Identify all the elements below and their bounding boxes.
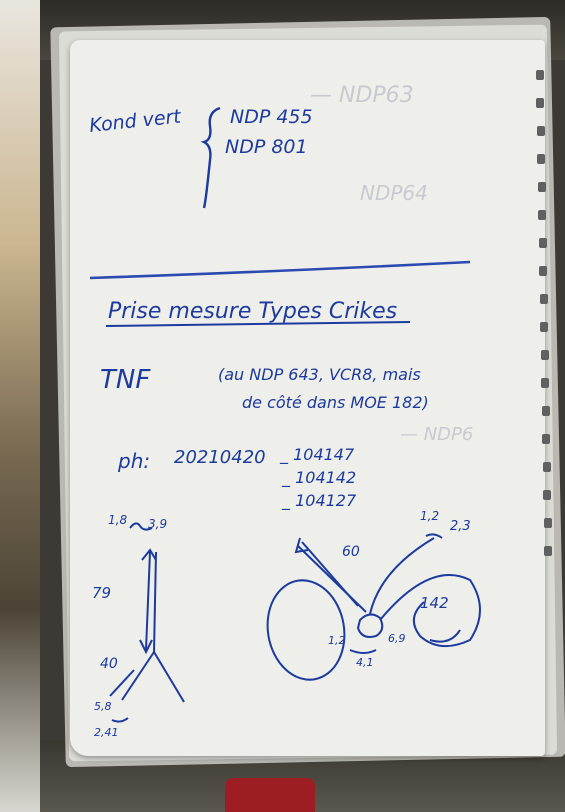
sketch-left-bottom-value-2: 2,41 <box>94 726 119 739</box>
background-left <box>0 0 40 812</box>
binding-ring <box>544 518 552 528</box>
sketch-right-top-value-2: 2,3 <box>450 519 471 534</box>
photo-id-3: _ 104127 <box>281 491 357 511</box>
sketch-left-arrow-upper <box>145 551 151 651</box>
binding-ring <box>543 462 551 472</box>
tnf-note-line1: (au NDP 643, VCR8, mais <box>218 365 421 384</box>
ghost-text: NDP64 <box>360 181 428 205</box>
sketch-left-length-lower: 40 <box>100 656 118 672</box>
sketch-right-loop-right <box>379 574 481 647</box>
binding-ring <box>538 182 546 192</box>
notebook-page: — NDP63 NDP64 — NDP6 Kond vert NDP 455 N… <box>70 40 545 756</box>
sketch-left-bottom-arrow <box>111 717 129 723</box>
binding-ring <box>544 546 552 556</box>
binding-ring <box>539 266 547 276</box>
sketch-left-arrowhead-up <box>141 548 157 561</box>
sketch-right-knot-value-1: 1,2 <box>328 634 346 647</box>
header-code-2: NDP 801 <box>225 136 308 158</box>
section-divider <box>89 260 471 280</box>
binding-ring <box>536 70 544 80</box>
binding-ring <box>537 154 545 164</box>
sketch-right-knot-value-2: 6,9 <box>388 632 406 645</box>
sketch-left-arrow-lower <box>109 669 135 697</box>
sketch-right-bottom-arrow <box>349 649 377 654</box>
binding-ring <box>542 434 550 444</box>
sketch-left-line <box>153 551 157 653</box>
ghost-text: — NDP6 <box>400 424 473 445</box>
photo-id-1: _ 104147 <box>279 445 355 465</box>
header-code-1: NDP 455 <box>230 106 313 128</box>
sketch-left <box>109 522 185 723</box>
sketch-left-fork <box>121 651 185 703</box>
sketch-right-line-top <box>369 537 435 615</box>
sketch-right-knot-value-3: 4,1 <box>356 656 374 669</box>
photo-id-2: _ 104142 <box>281 468 356 488</box>
sketch-left-arrowhead-down <box>139 639 153 655</box>
photos-date: 20210420 <box>174 447 266 468</box>
handwriting-layer: — NDP63 NDP64 — NDP6 Kond vert NDP 455 N… <box>88 83 481 739</box>
sketch-right-loop-left <box>266 579 346 681</box>
sketch-right-knot <box>356 613 384 638</box>
section-title: Prise mesure Types Crikes <box>108 299 397 324</box>
binding-ring <box>539 238 547 248</box>
binding-ring <box>541 378 549 388</box>
sketch-left-top-value-1: 1,8 <box>108 513 127 527</box>
ghost-text: — NDP63 <box>310 83 414 108</box>
sketch-right-arrow-length: 60 <box>342 544 360 560</box>
binding-ring <box>540 322 548 332</box>
binding-ring <box>538 210 546 220</box>
tnf-label: TNF <box>100 365 151 395</box>
sketch-right-top-value-1: 1,2 <box>420 509 439 523</box>
red-object <box>225 778 315 812</box>
sketch-left-top-arrow <box>129 522 153 531</box>
sketch-right-loop-length: 142 <box>420 594 449 612</box>
binding-ring <box>540 294 548 304</box>
binding-ring <box>541 350 549 360</box>
sketch-right-arrowhead <box>294 537 309 554</box>
binding-ring <box>537 126 545 136</box>
sketch-right-top-arrow <box>425 533 443 539</box>
sketch-left-bottom-value-1: 5,8 <box>94 700 112 713</box>
photos-label: ph: <box>117 449 150 473</box>
binding-ring <box>543 490 551 500</box>
header-label: Kond vert <box>88 105 183 137</box>
tnf-note-line2: de côté dans MOE 182) <box>242 393 429 412</box>
sketch-right <box>266 533 481 681</box>
sketch-left-top-value-2: 3,9 <box>148 517 167 531</box>
binding-ring <box>536 98 544 108</box>
binding-ring <box>542 406 550 416</box>
sketch-left-length-upper: 79 <box>92 584 111 602</box>
header-brace <box>200 106 221 209</box>
sketch-right-arrow-60-b <box>297 545 367 613</box>
sketch-right-loop-arrow <box>429 629 461 643</box>
section-title-underline <box>105 321 411 327</box>
